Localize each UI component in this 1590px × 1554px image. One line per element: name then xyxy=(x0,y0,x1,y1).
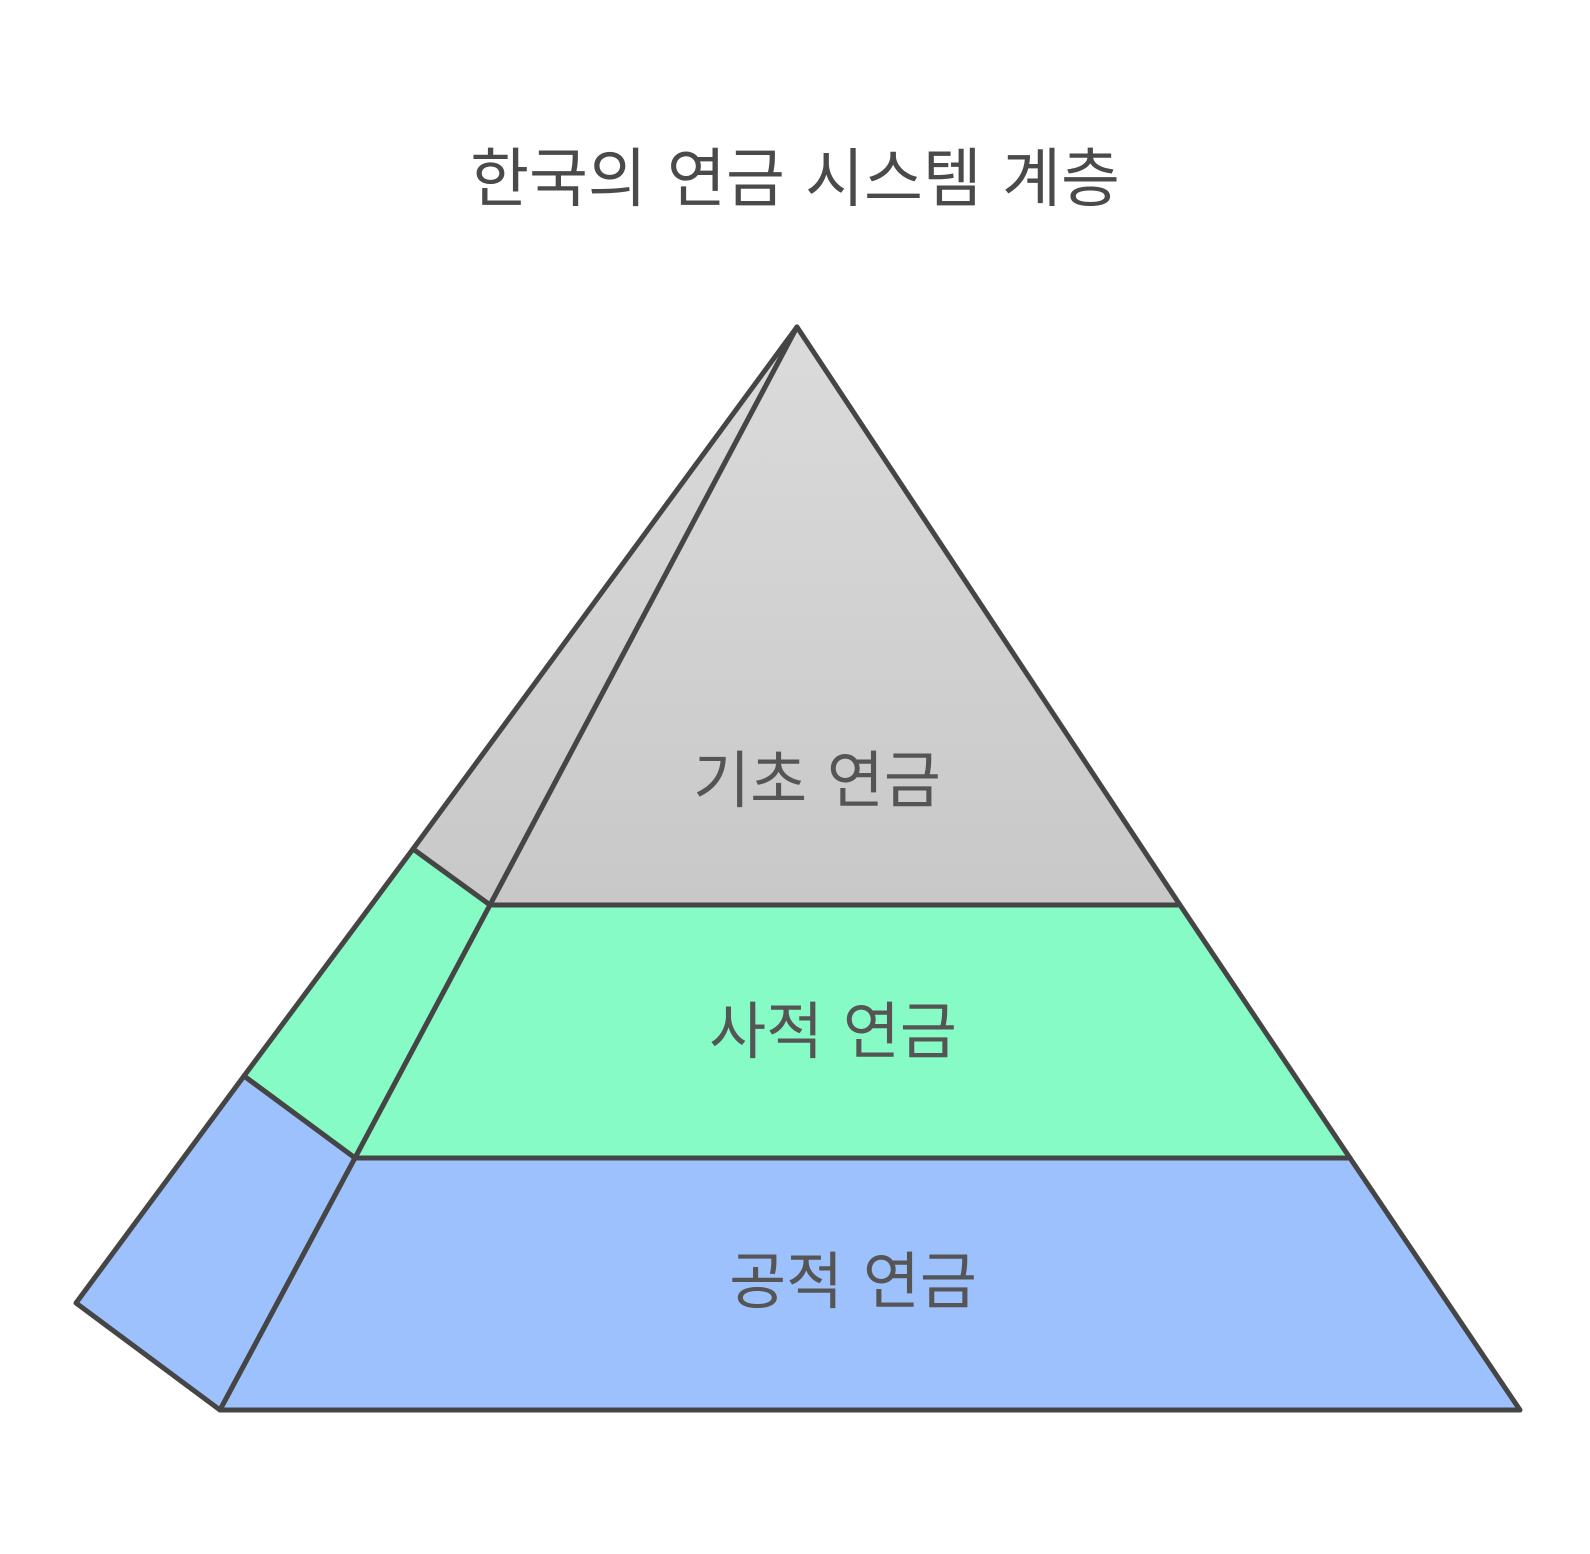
layer-label-basic: 기초 연금 xyxy=(693,744,941,817)
diagram-title: 한국의 연금 시스템 계층 xyxy=(470,143,1120,217)
layer-label-public: 공적 연금 xyxy=(729,1245,977,1318)
layer-label-private: 사적 연금 xyxy=(709,995,957,1068)
layer-bottom-front xyxy=(217,1155,1523,1413)
